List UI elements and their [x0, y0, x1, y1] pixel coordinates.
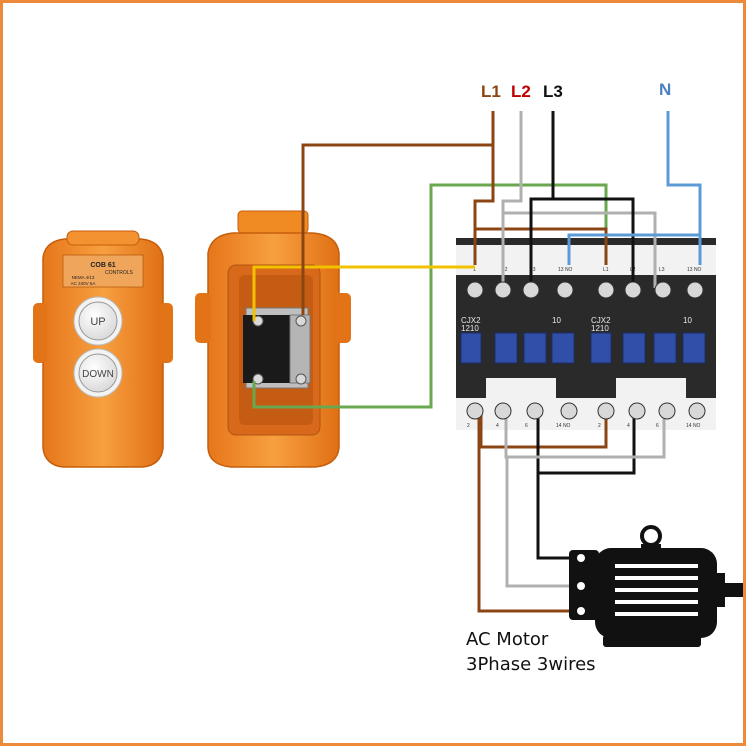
- c1-top-t4: 13 NO: [558, 267, 573, 273]
- pendant-closed: COB 61 CONTROLS NEMA 4/13 AC 240V 5A UP …: [33, 230, 173, 468]
- wire-bot-l1: [479, 413, 608, 449]
- motor-lead-3: [536, 473, 581, 560]
- label-l2: L2: [511, 82, 531, 101]
- label-l3: L3: [543, 82, 563, 101]
- wire-l1-supply: [301, 111, 495, 315]
- down-button: [78, 353, 118, 393]
- contactor-2-model: CJX2: [591, 316, 611, 325]
- c2-bot-t1: 2: [598, 423, 601, 429]
- c1-bot-t1: 2: [467, 423, 470, 429]
- motor-lead-2: [505, 457, 581, 588]
- wire-green: [252, 183, 608, 409]
- wire-yellow: [252, 265, 475, 321]
- contactor-2-rating: 10: [683, 316, 692, 325]
- down-button-label: DOWN: [82, 369, 114, 380]
- pendant-brand: COB 61: [90, 262, 115, 269]
- pendant-spec2: AC 240V 5A: [71, 281, 96, 286]
- c1-top-t3: L3: [530, 267, 536, 273]
- contactor-1: CJX2 1210 10 1 L2 L3 13 NO 2 4 6 14 NO: [456, 238, 586, 430]
- contactor-2: CJX2 1210 10 L1 L2 L3 13 NO 2 4 6 14 NO: [586, 238, 716, 430]
- wire-n: [666, 111, 702, 265]
- pendant-sub: CONTROLS: [105, 270, 133, 276]
- wire-l3-c1: [529, 197, 553, 288]
- motor-caption-2: 3Phase 3wires: [466, 654, 596, 675]
- contactor-1-rating: 10: [552, 316, 561, 325]
- motor-caption-1: AC Motor: [466, 629, 549, 650]
- wire-l2-c1: [501, 111, 523, 288]
- c1-top-t2: L2: [502, 267, 508, 273]
- wire-l1-c2: [475, 227, 608, 265]
- c1-bot-t2: 4: [496, 423, 499, 429]
- c2-bot-t2: 4: [627, 423, 630, 429]
- wire-bot-l2: [504, 413, 666, 459]
- diagram-canvas: COB 61 CONTROLS NEMA 4/13 AC 240V 5A UP …: [33, 111, 743, 647]
- wire-l1-c1: [473, 145, 495, 265]
- pendant-open: [195, 210, 351, 468]
- terminal-screws: [466, 281, 706, 420]
- up-button: [78, 301, 118, 341]
- wire-bot-l3: [536, 413, 636, 475]
- c2-bot-t3: 6: [656, 423, 659, 429]
- c2-top-t3: L3: [659, 267, 665, 273]
- wire-n-c1: [567, 233, 700, 265]
- c2-bot-t4: 14 NO: [686, 423, 701, 429]
- motor-lead-1: [477, 413, 581, 613]
- up-button-label: UP: [90, 316, 105, 328]
- c1-top-t1: 1: [473, 267, 476, 273]
- wires: [252, 111, 702, 613]
- c1-bot-t3: 6: [525, 423, 528, 429]
- c1-bot-t4: 14 NO: [556, 423, 571, 429]
- c2-top-t4: 13 NO: [687, 267, 702, 273]
- motor-icon: [569, 525, 743, 647]
- contactor-1-model2: 1210: [461, 324, 479, 333]
- wire-l3-c2: [551, 111, 635, 288]
- label-n: N: [659, 80, 672, 99]
- wire-l2-c2: [503, 211, 657, 288]
- pendant-spec1: NEMA 4/13: [72, 275, 95, 280]
- label-l1: L1: [481, 82, 501, 101]
- contactor-1-model: CJX2: [461, 316, 481, 325]
- contactor-2-model2: 1210: [591, 324, 609, 333]
- c2-top-t1: L1: [603, 267, 609, 273]
